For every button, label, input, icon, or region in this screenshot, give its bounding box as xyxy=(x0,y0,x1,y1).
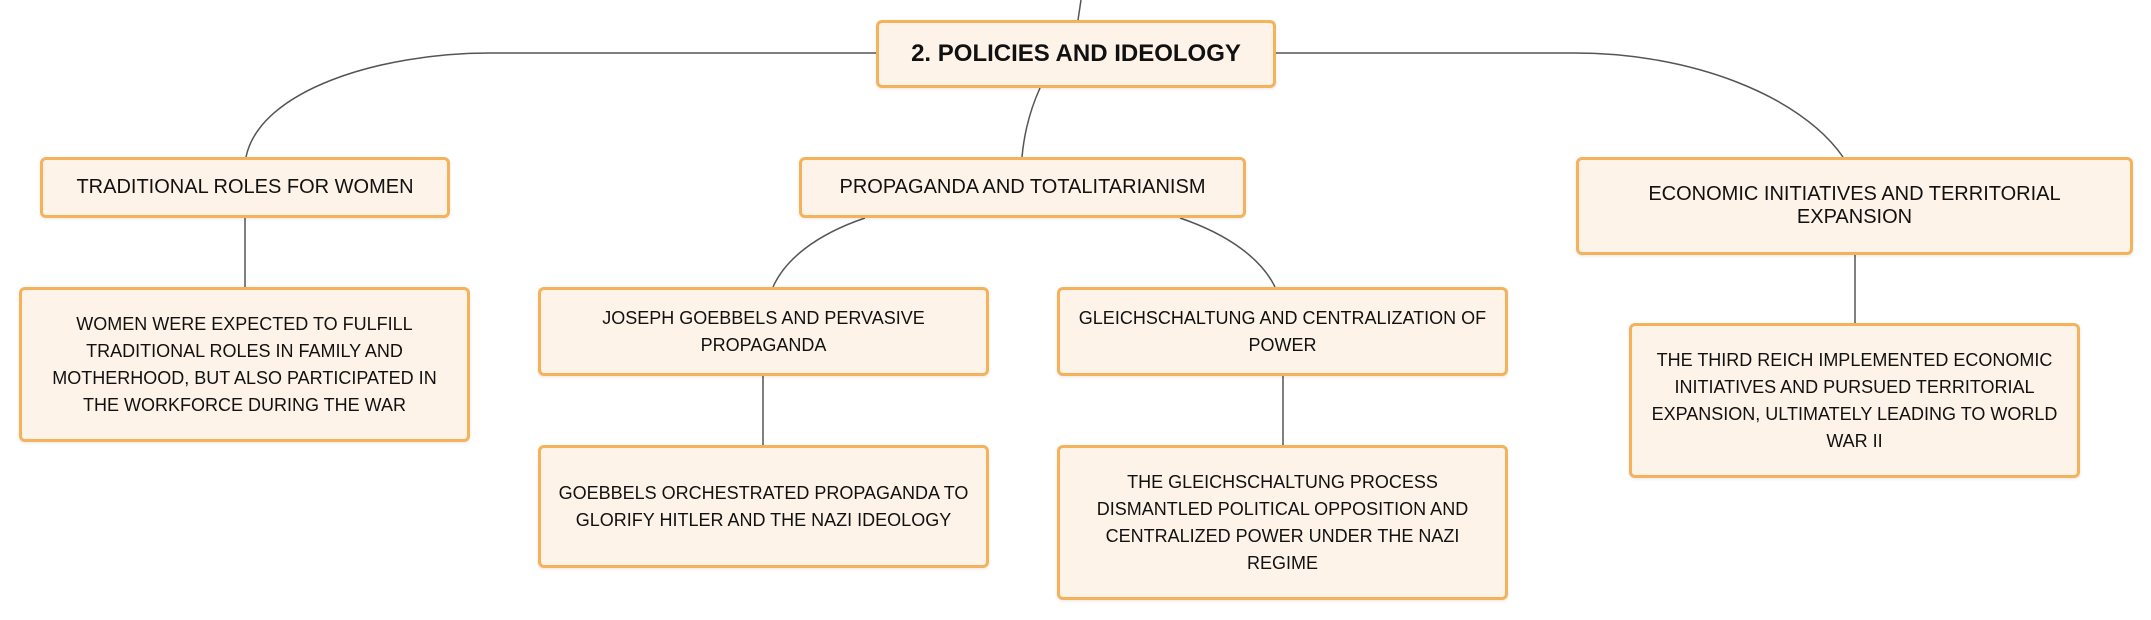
women-detail-node[interactable]: WOMEN WERE EXPECTED TO FULFILL TRADITION… xyxy=(19,287,470,442)
branch-traditional-roles-label: TRADITIONAL ROLES FOR WOMEN xyxy=(76,176,414,198)
gleichschaltung-node[interactable]: GLEICHSCHALTUNG AND CENTRALIZATION OF PO… xyxy=(1057,287,1508,376)
goebbels-node[interactable]: JOSEPH GOEBBELS AND PERVASIVE PROPAGANDA xyxy=(538,287,989,376)
economic-detail-text: THE THIRD REICH IMPLEMENTED ECONOMIC INI… xyxy=(1651,349,2058,451)
goebbels-label: JOSEPH GOEBBELS AND PERVASIVE PROPAGANDA xyxy=(602,307,925,355)
branch-propaganda-label: PROPAGANDA AND TOTALITARIANISM xyxy=(839,176,1206,198)
goebbels-detail-node[interactable]: GOEBBELS ORCHESTRATED PROPAGANDA TO GLOR… xyxy=(538,445,989,568)
branch-economic-label: ECONOMIC INITIATIVES AND TERRITORIAL EXP… xyxy=(1648,183,2061,228)
gleichschaltung-label: GLEICHSCHALTUNG AND CENTRALIZATION OF PO… xyxy=(1078,307,1487,355)
connector-propaganda-to-gleichschaltung xyxy=(1179,217,1276,288)
women-detail-text: WOMEN WERE EXPECTED TO FULFILL TRADITION… xyxy=(52,313,437,415)
gleichschaltung-detail-node[interactable]: THE GLEICHSCHALTUNG PROCESS DISMANTLED P… xyxy=(1057,445,1508,600)
branch-propaganda-node[interactable]: PROPAGANDA AND TOTALITARIANISM xyxy=(799,157,1246,218)
connector-root-to-propaganda xyxy=(1021,87,1041,158)
branch-economic-node[interactable]: ECONOMIC INITIATIVES AND TERRITORIAL EXP… xyxy=(1576,157,2133,255)
connector-root-to-economic xyxy=(1276,52,1844,158)
connector-root-to-women xyxy=(245,52,876,158)
branch-traditional-roles-node[interactable]: TRADITIONAL ROLES FOR WOMEN xyxy=(40,157,450,218)
goebbels-detail-text: GOEBBELS ORCHESTRATED PROPAGANDA TO GLOR… xyxy=(558,482,969,530)
root-topic-label: 2. POLICIES AND IDEOLOGY xyxy=(911,40,1241,67)
root-topic-node[interactable]: 2. POLICIES AND IDEOLOGY xyxy=(876,20,1276,88)
connector-top-incoming xyxy=(1077,0,1082,21)
gleichschaltung-detail-text: THE GLEICHSCHALTUNG PROCESS DISMANTLED P… xyxy=(1096,471,1469,573)
connector-propaganda-to-goebbels xyxy=(772,217,866,288)
economic-detail-node[interactable]: THE THIRD REICH IMPLEMENTED ECONOMIC INI… xyxy=(1629,323,2080,478)
